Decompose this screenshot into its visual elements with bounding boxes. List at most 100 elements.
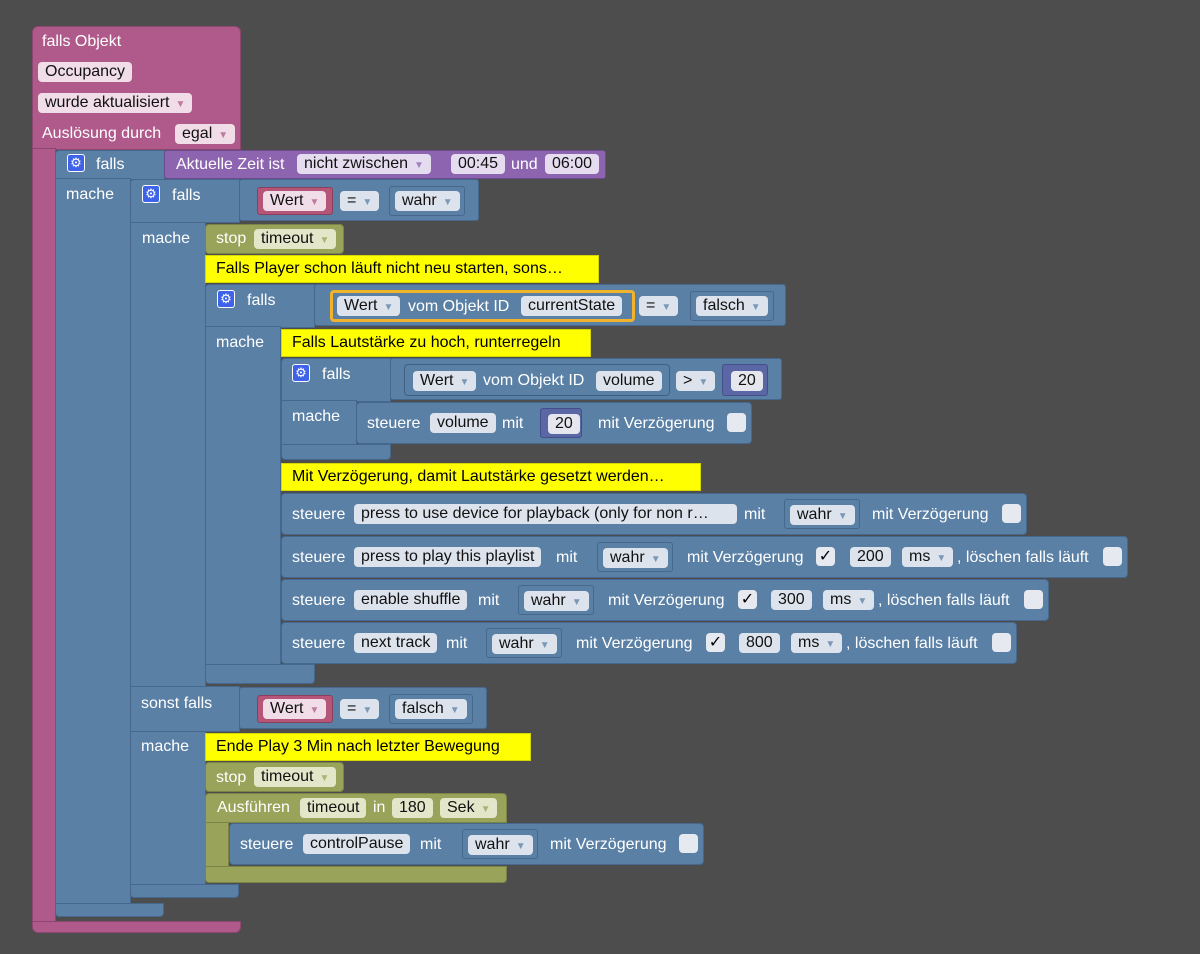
operator-value: = [347, 192, 357, 209]
bool-dropdown[interactable]: wahr▼ [395, 191, 460, 211]
in-label: in [373, 799, 386, 816]
stop-label: stop [216, 769, 247, 786]
delay-label: mit Verzögerung [550, 836, 667, 853]
chevron-down-icon: ▼ [936, 553, 947, 564]
control-target-field[interactable]: controlPause [303, 834, 411, 854]
delay-checkbox[interactable] [1002, 504, 1021, 523]
delay-value-field[interactable]: 800 [739, 633, 780, 653]
operator-dropdown[interactable]: =▼ [639, 296, 679, 316]
delay-checkbox-checked[interactable]: ✓ [816, 547, 835, 566]
wert-dropdown[interactable]: Wert▼ [337, 296, 401, 316]
wert-dropdown[interactable]: Wert▼ [413, 371, 477, 391]
control-target-field[interactable]: volume [430, 413, 496, 433]
unit-dropdown[interactable]: ms▼ [791, 633, 843, 653]
time-from-field[interactable]: 00:45 [451, 154, 506, 174]
mit-label: mit [478, 592, 500, 609]
timeout-name-field[interactable]: timeout [300, 798, 367, 818]
ausloesung-dropdown-value: egal [182, 125, 213, 142]
steuere-label: steuere [292, 635, 346, 652]
if-block-time-spine [55, 178, 131, 908]
stop-timeout-dropdown[interactable]: timeout▼ [254, 229, 337, 249]
control-block[interactable] [281, 622, 1017, 664]
gear-icon[interactable]: ⚙ [217, 290, 235, 308]
time-mode-dropdown[interactable]: nicht zwischen▼ [297, 154, 431, 174]
bool-value: wahr [475, 836, 510, 853]
delay-value-field[interactable]: 300 [771, 590, 812, 610]
chevron-down-icon: ▼ [218, 130, 229, 141]
delay-checkbox-checked[interactable]: ✓ [706, 633, 725, 652]
bool-value: falsch [703, 297, 745, 314]
mit-label: mit [420, 836, 442, 853]
wert-dropdown-value: Wert [270, 700, 304, 717]
bool-dropdown[interactable]: wahr ▼ [468, 835, 533, 855]
unit-dropdown[interactable]: Sek▼ [440, 798, 498, 818]
chevron-down-icon: ▼ [309, 197, 320, 208]
wert-dropdown[interactable]: Wert▼ [263, 699, 327, 719]
clear-checkbox[interactable] [1103, 547, 1122, 566]
bool-dropdown[interactable]: falsch ▼ [696, 296, 768, 316]
chevron-down-icon: ▼ [362, 705, 373, 716]
steuere-label: steuere [292, 549, 346, 566]
chevron-down-icon: ▼ [480, 804, 491, 815]
wert-dropdown[interactable]: Wert▼ [263, 191, 327, 211]
operator-dropdown[interactable]: =▼ [340, 699, 380, 719]
if-block-time-footer [55, 903, 164, 917]
operator-dropdown[interactable]: =▼ [340, 191, 380, 211]
object-id-field[interactable]: volume [596, 371, 662, 391]
unit-dropdown[interactable]: ms ▼ [902, 547, 954, 567]
stop-timeout-dropdown[interactable]: timeout▼ [254, 767, 337, 787]
steuere-label: steuere [292, 506, 346, 523]
duration-field[interactable]: 180 [392, 798, 433, 818]
control-target-field[interactable]: press to play this playlist [354, 547, 542, 567]
chevron-down-icon: ▼ [459, 377, 470, 388]
chevron-down-icon: ▼ [750, 302, 761, 313]
bool-dropdown[interactable]: wahr ▼ [790, 505, 855, 525]
clear-checkbox[interactable] [992, 633, 1011, 652]
unit-value: ms [909, 548, 931, 565]
wert-dropdown-value: Wert [344, 297, 378, 314]
object-field[interactable]: Occupancy [38, 62, 133, 82]
control-target-field[interactable]: enable shuffle [354, 590, 468, 610]
bool-value: wahr [610, 549, 645, 566]
chevron-down-icon: ▼ [515, 841, 526, 852]
gear-icon[interactable]: ⚙ [292, 364, 310, 382]
time-mode-value: nicht zwischen [304, 155, 409, 172]
unit-value: ms [798, 634, 820, 651]
delay-checkbox[interactable] [727, 413, 746, 432]
comment-block[interactable]: Falls Lautstärke zu hoch, runterregeln [281, 329, 591, 357]
delay-value-field[interactable]: 200 [850, 547, 891, 567]
control-target-field[interactable]: press to use device for playback (only f… [354, 504, 737, 524]
bool-dropdown[interactable]: wahr▼ [603, 548, 668, 568]
comment-block[interactable]: Ende Play 3 Min nach letzter Bewegung [205, 733, 531, 761]
delay-label: mit Verzögerung [872, 506, 989, 523]
clear-checkbox[interactable] [1024, 590, 1043, 609]
comment-block[interactable]: Mit Verzögerung, damit Lautstärke gesetz… [281, 463, 701, 491]
gear-icon[interactable]: ⚙ [67, 154, 85, 172]
time-to-field[interactable]: 06:00 [545, 154, 600, 174]
delay-checkbox[interactable] [679, 834, 698, 853]
mit-label: mit [502, 415, 524, 432]
if3-mache-label: mache [216, 334, 265, 351]
if2-mache-label: mache [142, 230, 191, 247]
bool-value: wahr [797, 506, 832, 523]
bool-dropdown[interactable]: wahr▼ [492, 634, 557, 654]
unit-dropdown[interactable]: ms▼ [823, 590, 875, 610]
bool-dropdown[interactable]: wahr▼ [524, 591, 589, 611]
number-field[interactable]: 20 [731, 371, 763, 391]
timeout-block-footer [205, 866, 507, 883]
delay-checkbox-checked[interactable]: ✓ [738, 590, 757, 609]
ausloesung-dropdown[interactable]: egal ▼ [175, 124, 236, 144]
chevron-down-icon: ▼ [837, 511, 848, 522]
chevron-down-icon: ▼ [175, 99, 186, 110]
trigger-dropdown[interactable]: wurde aktualisiert▼ [38, 93, 193, 113]
if3-falls-label: falls [247, 292, 276, 309]
comment-block[interactable]: Falls Player schon läuft nicht neu start… [205, 255, 599, 283]
control-target-field[interactable]: next track [354, 633, 438, 653]
bool-dropdown[interactable]: falsch▼ [395, 699, 467, 719]
gear-icon[interactable]: ⚙ [142, 185, 160, 203]
object-id-field[interactable]: currentState [521, 296, 623, 316]
chevron-down-icon: ▼ [362, 197, 373, 208]
number-field[interactable]: 20 [548, 414, 580, 434]
operator-dropdown[interactable]: >▼ [676, 371, 716, 391]
chevron-down-icon: ▼ [319, 235, 330, 246]
